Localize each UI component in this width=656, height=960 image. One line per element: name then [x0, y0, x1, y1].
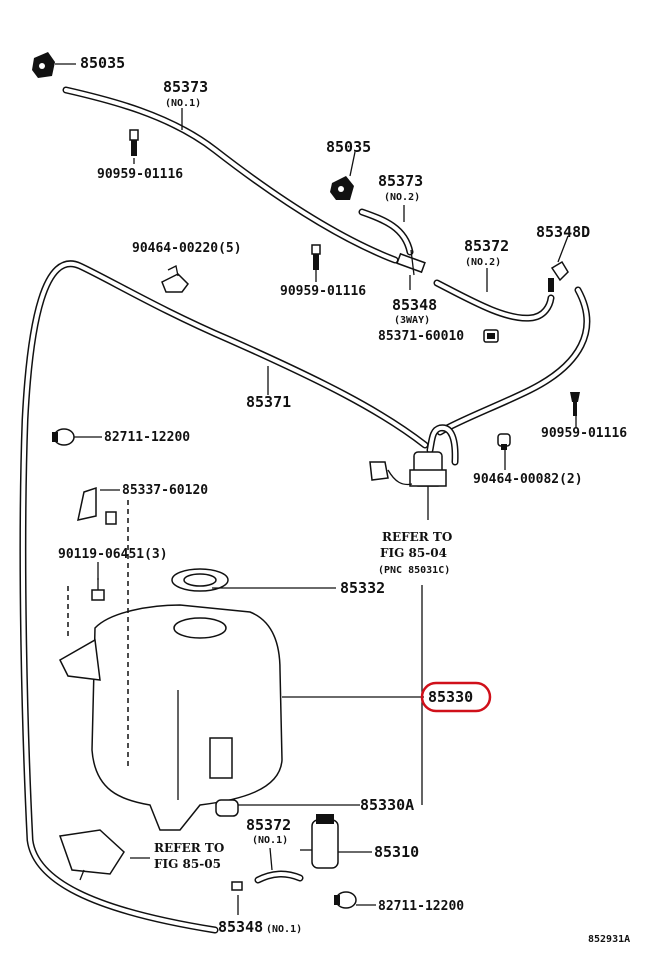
label-90959-b: 90959-01116 [280, 284, 366, 299]
check-valve-85348-no1 [231, 881, 243, 891]
label-refer-bot-1: REFER TO [154, 841, 224, 855]
label-85348-3way-sub: (3WAY) [394, 315, 430, 326]
hose-85373-no2 [358, 208, 414, 256]
clip-90464-00082 [497, 433, 511, 450]
cap-85332 [171, 568, 229, 592]
hose-85372-no2 [433, 279, 555, 322]
label-85332: 85332 [340, 579, 385, 597]
hose-valve-branch [426, 424, 459, 466]
label-85373-no2: 85373 [378, 172, 423, 190]
label-85373-no1-sub: (NO.1) [165, 98, 201, 109]
pump-85310 [300, 814, 339, 869]
label-refer-bot-2: FIG 85-05 [154, 857, 221, 871]
washer-tank-85330 [59, 604, 283, 831]
label-85373-no2-sub: (NO.2) [384, 192, 420, 203]
label-82711-a: 82711-12200 [104, 430, 190, 445]
highlight-ring-85330 [420, 681, 492, 713]
check-valve-85348d [548, 260, 569, 292]
clip-90959-a [129, 129, 139, 156]
hose-right [436, 286, 591, 436]
label-90464-00082: 90464-00082(2) [473, 472, 583, 487]
label-85330: 85330 [428, 688, 473, 706]
label-82711-b: 82711-12200 [378, 899, 464, 914]
label-85035-mid: 85035 [326, 138, 371, 156]
label-90119: 90119-06451(3) [58, 547, 168, 562]
label-85337: 85337-60120 [122, 483, 208, 498]
diagram-id: 852931A [588, 934, 630, 945]
label-90959-a: 90959-01116 [97, 167, 183, 182]
hose-85371 [19, 260, 429, 934]
nozzle-85035-top [32, 52, 55, 78]
label-85348-no1-sub: (NO.1) [266, 924, 302, 935]
clamp-82711-b [334, 891, 357, 909]
grommet-85330a [215, 799, 239, 817]
clamp-82711-a [52, 428, 75, 446]
label-85310: 85310 [374, 843, 419, 861]
grommet-85371-60010 [483, 329, 499, 343]
hose-85373-no1 [62, 86, 399, 264]
label-85348-no1: 85348 [218, 918, 263, 936]
bolt-90119 [91, 578, 105, 601]
clamp-90464-00220 [161, 265, 189, 293]
connector-85348-3way [396, 249, 426, 276]
label-refer-top-2: FIG 85-04 [380, 546, 447, 560]
clip-90959-c [570, 392, 580, 416]
washer-valve [369, 451, 447, 520]
bracket-85337 [77, 486, 117, 525]
label-90959-c: 90959-01116 [541, 426, 627, 441]
clip-90959-b [311, 244, 321, 270]
label-85372-no1-sub: (NO.1) [252, 835, 288, 846]
label-refer-top-3: (PNC 85031C) [378, 565, 450, 576]
label-85348d: 85348D [536, 223, 590, 241]
label-85372-no1: 85372 [246, 816, 291, 834]
label-85035-top: 85035 [80, 54, 125, 72]
nozzle-85035-mid [330, 176, 354, 200]
label-refer-top-1: REFER TO [382, 530, 452, 544]
label-85371: 85371 [246, 393, 291, 411]
motor-bottom-left [58, 829, 125, 881]
label-90464-00220: 90464-00220(5) [132, 241, 242, 256]
label-85372-no2: 85372 [464, 237, 509, 255]
label-85372-no2-sub: (NO.2) [465, 257, 501, 268]
hose-85372-no1 [254, 870, 304, 884]
label-85348-3way: 85348 [392, 296, 437, 314]
label-85373-no1: 85373 [163, 78, 208, 96]
label-85330a: 85330A [360, 796, 414, 814]
leader-lines [55, 63, 577, 915]
label-85371-60010: 85371-60010 [378, 329, 464, 344]
